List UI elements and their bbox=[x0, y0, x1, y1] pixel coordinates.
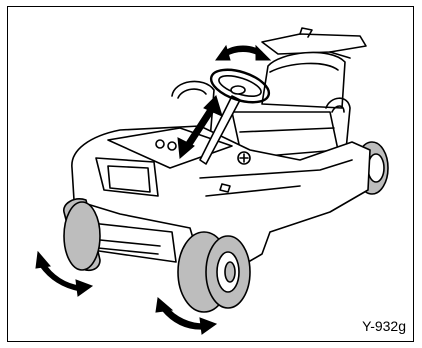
figure-code-label: Y-932g bbox=[362, 318, 406, 334]
front-right-tire bbox=[178, 232, 250, 312]
tilt-arrow-icon bbox=[216, 46, 270, 60]
front-left-tire bbox=[64, 199, 100, 270]
